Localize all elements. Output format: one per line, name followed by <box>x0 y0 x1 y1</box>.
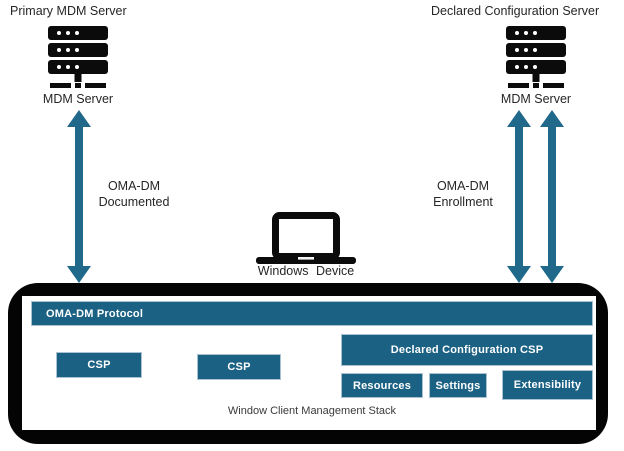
primary-server-title: Primary MDM Server <box>10 4 127 18</box>
server-icon <box>48 26 108 88</box>
laptop-icon <box>256 212 356 264</box>
device-label: Windows Device <box>257 264 355 278</box>
declared-configuration-csp-box: Declared Configuration CSP <box>341 334 593 366</box>
settings-box: Settings <box>429 373 487 398</box>
primary-server-caption: MDM Server <box>42 92 114 106</box>
extensibility-box: Extensibility <box>502 370 593 400</box>
stack-caption: Window Client Management Stack <box>227 405 397 417</box>
oma-dm-protocol-bar: OMA-DM Protocol <box>31 301 593 326</box>
link-label-documented: OMA-DM Documented <box>98 179 170 209</box>
declared-server-title: Declared Configuration Server <box>431 4 600 18</box>
server-icon <box>506 26 566 88</box>
link-label-enrollment: OMA-DM Enrollment <box>433 179 493 209</box>
csp-box: CSP <box>197 354 281 380</box>
csp-box: CSP <box>56 352 142 378</box>
double-arrow-icon <box>67 110 91 283</box>
double-arrow-icon <box>507 110 531 283</box>
declared-server-caption: MDM Server <box>500 92 572 106</box>
resources-box: Resources <box>341 373 423 398</box>
double-arrow-icon <box>540 110 564 283</box>
